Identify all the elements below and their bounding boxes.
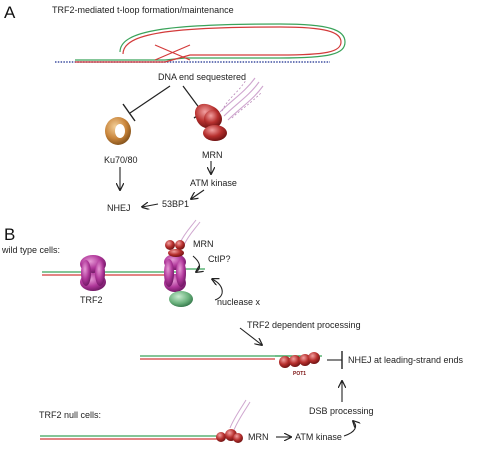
- atm-bottom-label: ATM kinase: [295, 432, 342, 442]
- ku-ring-icon: [105, 117, 131, 145]
- nhej-leading-label: NHEJ at leading-strand ends: [348, 355, 464, 365]
- mrn-top-label: MRN: [193, 239, 214, 249]
- nhej-inhibition-icon: [327, 351, 343, 369]
- arrow-atm-53bp1-icon: [191, 189, 205, 199]
- trf2-end-complex-icon: [164, 254, 186, 292]
- pot1-label: POT1: [293, 371, 306, 377]
- wild-type-label: wild type cells:: [1, 245, 60, 255]
- trf2-dimer-icon: [80, 255, 106, 291]
- dsb-label: DSB processing: [309, 406, 374, 416]
- nuclease-blob-icon: [169, 291, 193, 307]
- ku-label: Ku70/80: [104, 155, 138, 165]
- panel-b-letter: B: [4, 225, 15, 244]
- trf2-processing-label: TRF2 dependent processing: [247, 320, 361, 330]
- t-loop-dna-icon: [55, 23, 346, 63]
- arrow-atm-dsb-icon: [343, 421, 356, 437]
- mrn-complex-icon: [194, 77, 264, 141]
- nuclease-label: nuclease x: [217, 297, 261, 307]
- pot1-beads-icon: [279, 352, 320, 368]
- ctip-label: CtIP?: [208, 254, 231, 264]
- arrow-53bp1-nhej-icon: [142, 204, 159, 207]
- null-dna-icon: [40, 435, 225, 440]
- mrn-bottom-label: MRN: [248, 432, 269, 442]
- mrn-label: MRN: [202, 150, 223, 160]
- mrn-small-icon: [165, 219, 201, 257]
- panel-a-letter: A: [4, 3, 16, 22]
- 53bp1-label: 53BP1: [162, 199, 189, 209]
- arrow-nuclease-icon: [212, 279, 223, 301]
- inhibition-left-icon: [122, 85, 171, 122]
- nhej-label: NHEJ: [107, 203, 131, 213]
- panel-a-title: TRF2-mediated t-loop formation/maintenan…: [52, 5, 234, 15]
- null-cells-label: TRF2 null cells:: [39, 410, 101, 420]
- dna-end-sequestered-label: DNA end sequestered: [158, 72, 246, 82]
- arrow-ctip-icon: [192, 255, 200, 272]
- arrow-processing-icon: [239, 327, 262, 345]
- atm-label: ATM kinase: [190, 178, 237, 188]
- mrn-bottom-icon: [216, 399, 251, 443]
- trf2-label: TRF2: [80, 295, 103, 305]
